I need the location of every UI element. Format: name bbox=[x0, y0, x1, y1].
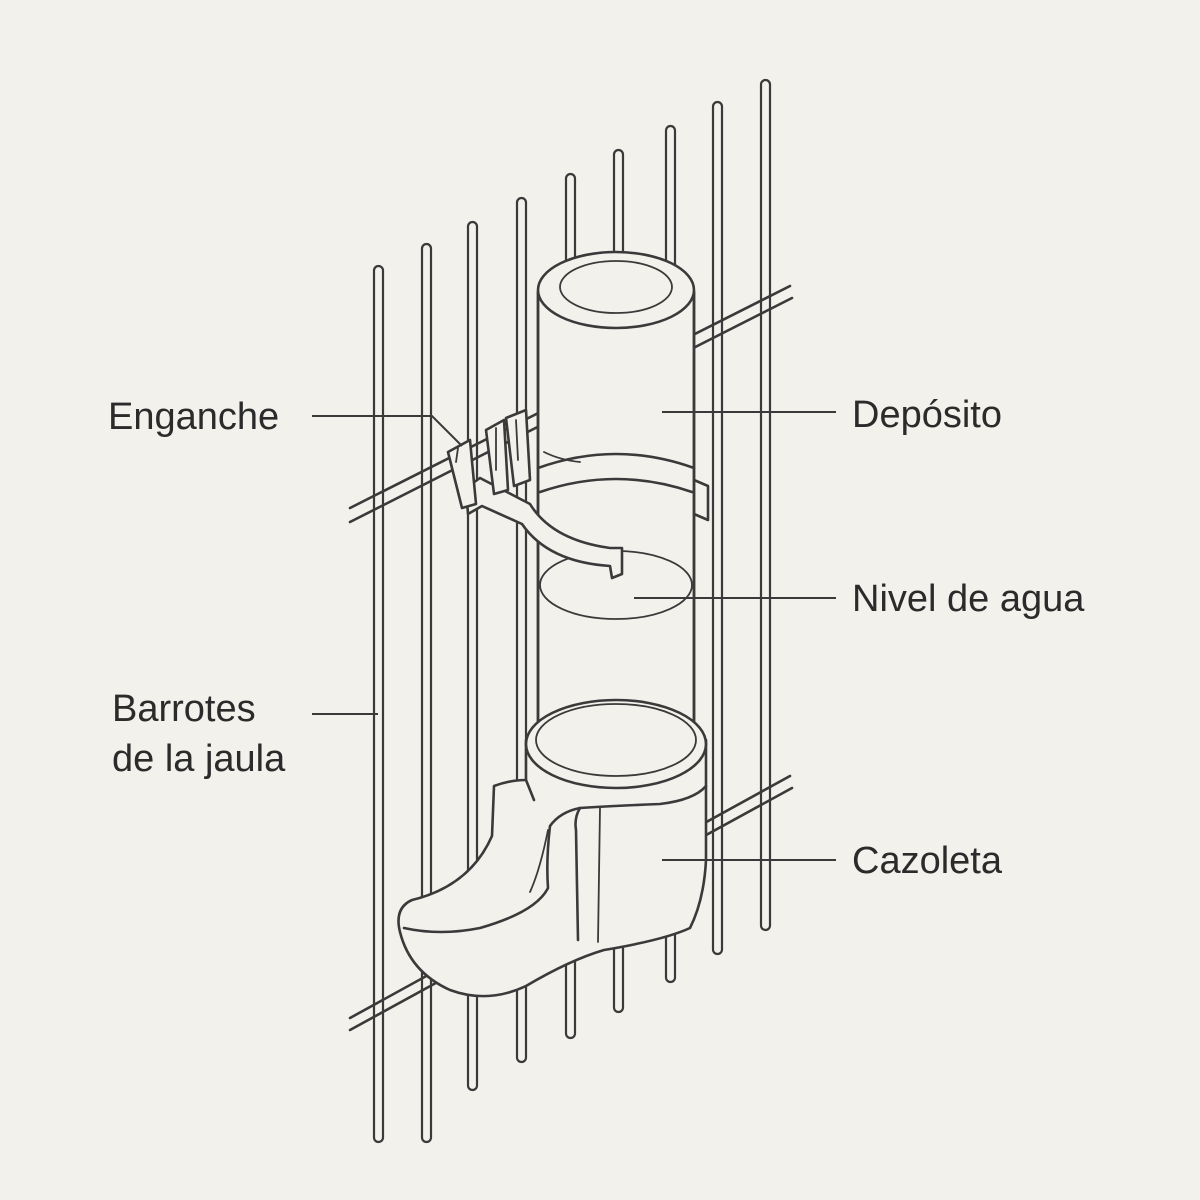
drinking-cup bbox=[397, 698, 708, 998]
cage-bar bbox=[420, 242, 433, 1144]
clip-ring bbox=[536, 451, 710, 522]
labels: Enganche Depósito Nivel de agua Barrotes… bbox=[108, 394, 1085, 882]
cup-top-ring bbox=[524, 698, 708, 790]
label-cage-bars-line2: de la jaula bbox=[112, 738, 286, 780]
reservoir-top-rim bbox=[536, 250, 696, 330]
label-cup: Cazoleta bbox=[852, 840, 1003, 882]
label-water-level: Nivel de agua bbox=[852, 578, 1085, 620]
label-cage-bars-line1: Barrotes bbox=[112, 688, 256, 730]
label-hook: Enganche bbox=[108, 396, 279, 438]
hook-clip bbox=[446, 408, 624, 580]
cage-bar bbox=[759, 78, 772, 932]
reservoir-tube bbox=[536, 250, 696, 742]
leader-hook bbox=[312, 415, 463, 447]
label-reservoir: Depósito bbox=[852, 394, 1002, 436]
cage-bar bbox=[711, 100, 724, 956]
reservoir-top-opening bbox=[559, 260, 673, 314]
cage-bar bbox=[372, 264, 385, 1144]
leader-lines bbox=[312, 411, 836, 861]
